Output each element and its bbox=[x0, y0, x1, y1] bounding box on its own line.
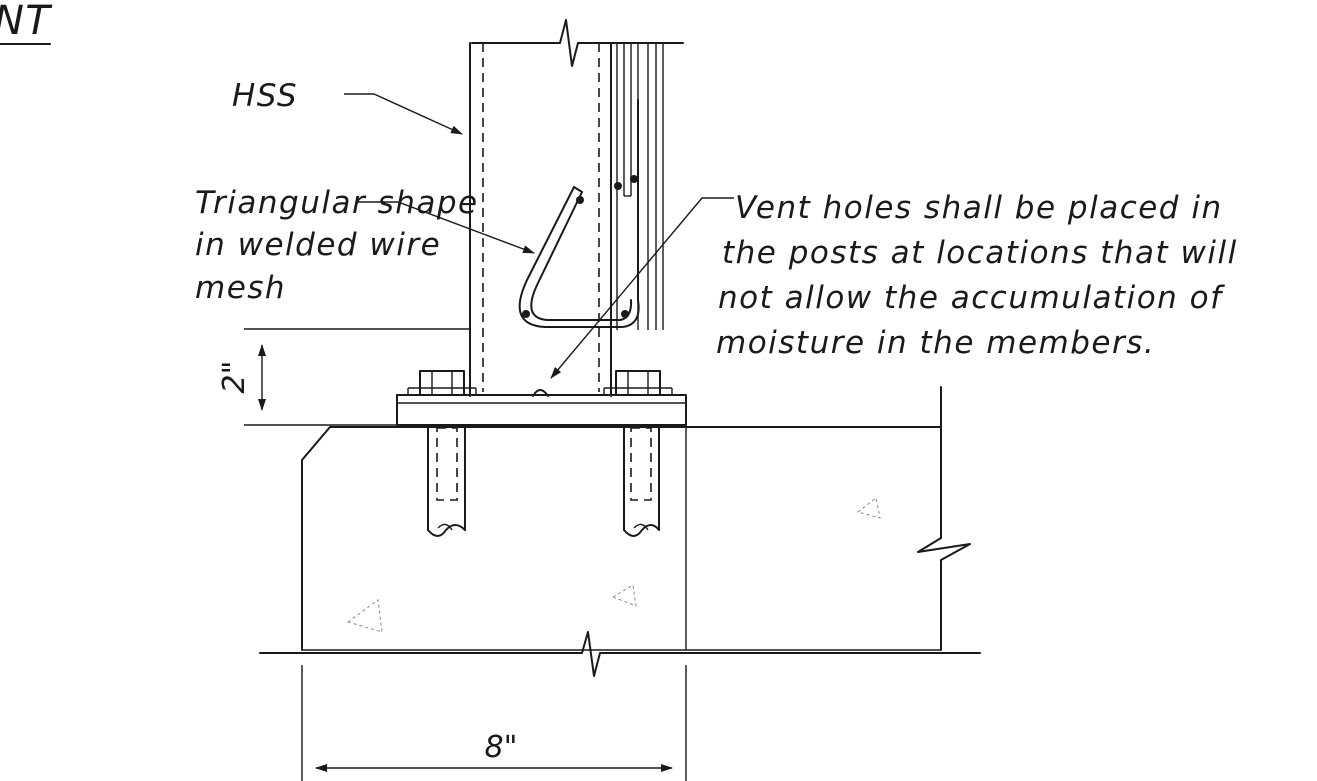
triangular-label-line-1: Triangular shape bbox=[195, 185, 479, 221]
dimension-8in-text: 8" bbox=[485, 730, 518, 765]
concrete-curb bbox=[301, 386, 971, 651]
triangular-shape-callout: Triangular shape in welded wire mesh bbox=[195, 185, 535, 306]
detail-title-fragment: NT bbox=[0, 0, 53, 45]
dimension-8in: 8" bbox=[301, 665, 687, 781]
dimension-2in: 2" bbox=[217, 328, 470, 426]
base-plate bbox=[396, 389, 687, 426]
post-top-break-line bbox=[471, 19, 684, 67]
vent-note-line-1: Vent holes shall be placed in bbox=[735, 190, 1223, 226]
vent-holes-callout: Vent holes shall be placed in the posts … bbox=[550, 190, 1238, 379]
triangular-wire-mesh bbox=[518, 99, 640, 328]
triangular-label-line-2: in welded wire bbox=[195, 227, 441, 263]
detail-title-text: NT bbox=[0, 0, 53, 44]
vent-note-line-4: moisture in the members. bbox=[716, 325, 1155, 361]
anchor-bolt-left bbox=[407, 370, 477, 537]
vent-note-line-2: the posts at locations that will bbox=[722, 235, 1238, 271]
hss-callout: HSS bbox=[232, 78, 463, 135]
triangular-label-line-3: mesh bbox=[195, 270, 286, 306]
hss-post bbox=[469, 42, 612, 397]
dimension-2in-text: 2" bbox=[217, 361, 252, 394]
bottom-break-line bbox=[259, 631, 981, 677]
anchor-bolt-right bbox=[603, 370, 673, 537]
hss-label: HSS bbox=[232, 78, 298, 114]
vent-note-line-3: not allow the accumulation of bbox=[718, 280, 1225, 316]
